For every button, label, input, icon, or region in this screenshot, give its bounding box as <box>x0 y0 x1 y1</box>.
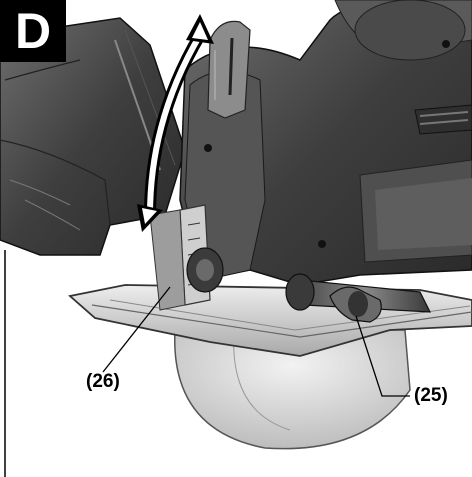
callout-25-label: (25) <box>414 385 448 406</box>
saw-blade <box>174 329 411 450</box>
depth-scale-plate <box>207 20 251 119</box>
panel-letter-badge: D <box>0 0 66 62</box>
callout-26-leader <box>102 286 171 373</box>
callout-25-leader <box>355 315 410 397</box>
callout-26-label: (26) <box>86 371 120 392</box>
double-arrow-icon <box>137 14 214 232</box>
